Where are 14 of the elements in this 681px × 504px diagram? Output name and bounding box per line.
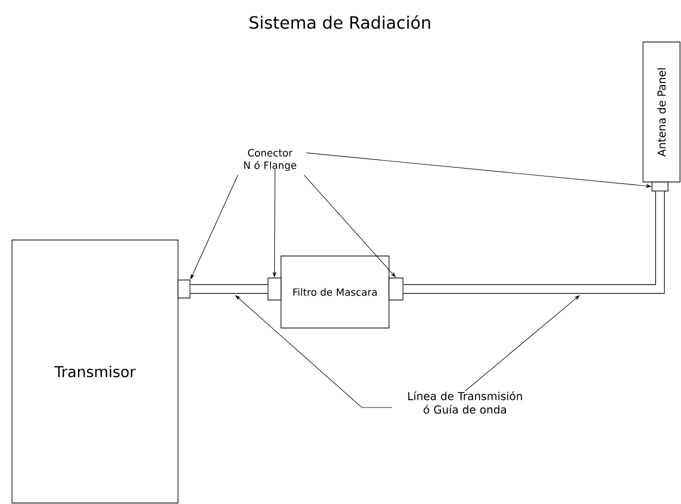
process-box: Filtro de Mascara — [280, 256, 390, 328]
callout-text: Línea de Transmisión ó Guía de onda — [408, 391, 522, 414]
leader-line — [235, 295, 392, 408]
callout-text: Conector N ó Flange — [244, 149, 296, 171]
connector-box — [388, 278, 404, 300]
process-box: Transmisor — [12, 240, 178, 504]
leader-line — [464, 295, 580, 392]
connector-box — [178, 280, 190, 298]
antenna-box: Antena de Panel — [642, 42, 680, 182]
title: Sistema de Radiación — [250, 15, 430, 29]
transmission-line — [190, 284, 268, 294]
connector-box — [652, 182, 668, 192]
connector-box — [268, 278, 282, 300]
transmission-line — [403, 191, 665, 294]
